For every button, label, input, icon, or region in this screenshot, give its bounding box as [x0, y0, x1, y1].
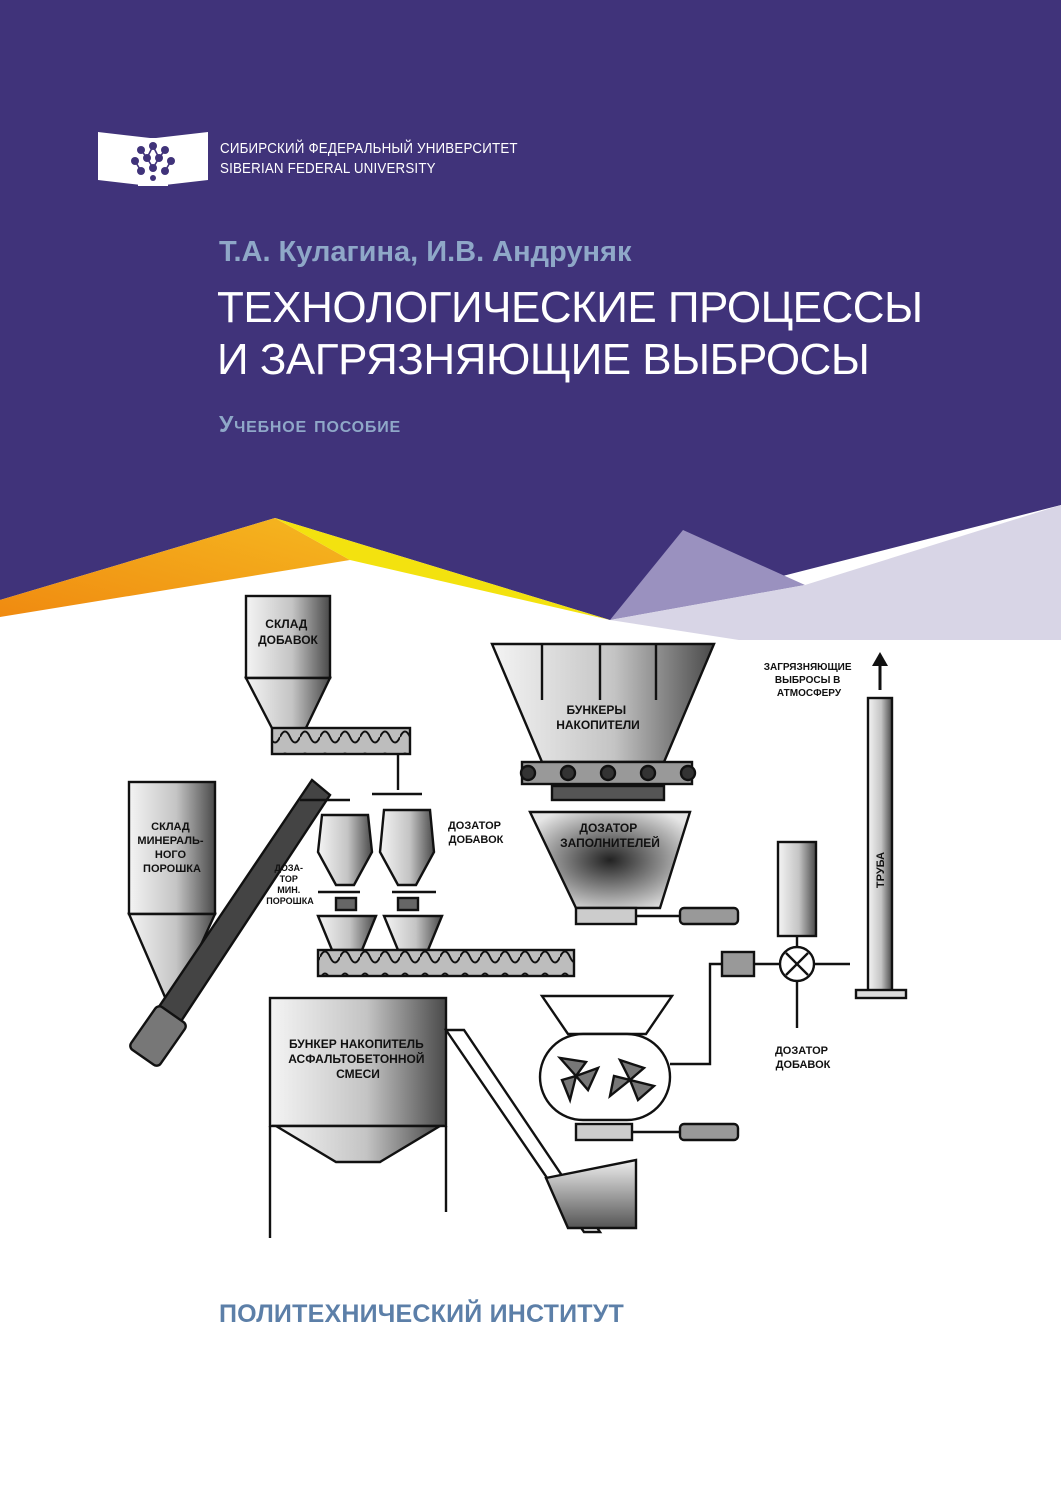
university-name-en: SIBERIAN FEDERAL UNIVERSITY — [220, 161, 436, 177]
cover-band — [0, 0, 1061, 640]
lower-screw-conveyor — [316, 948, 576, 978]
authors: Т.А. Кулагина, И.В. Андруняк — [219, 236, 632, 268]
mixer — [538, 1032, 672, 1122]
label-emissions: ЗАГРЯЗНЯЮЩИЕ ВЫБРОСЫ В АТМОСФЕРУ — [764, 662, 855, 699]
label-chimney: ТРУБА — [875, 852, 887, 888]
arrow-up-icon — [872, 652, 888, 666]
sfu-logo-icon — [98, 132, 208, 186]
dozator-powder — [316, 813, 374, 887]
dozator-additives — [378, 808, 436, 887]
book-subtitle: Учебное пособие — [219, 411, 402, 437]
book-title-line-2: И ЗАГРЯЗНЯЮЩИЕ ВЫБРОСЫ — [217, 335, 870, 384]
label-additives-dozator-2: ДОЗАТОР ДОБАВОК — [775, 1045, 831, 1071]
book-title-line-1: ТЕХНОЛОГИЧЕСКИЕ ПРОЦЕССЫ — [217, 283, 923, 332]
mixer-hopper — [539, 994, 675, 1036]
top-screw-conveyor — [270, 726, 412, 756]
university-name-ru: СИБИРСКИЙ ФЕДЕРАЛЬНЫЙ УНИВЕРСИТЕТ — [220, 141, 518, 157]
label-additives-dozator-1: ДОЗАТОР ДОБАВОК — [448, 820, 504, 846]
label-filler-dozator: ДОЗАТОР ЗАПОЛНИТЕЛЕЙ — [560, 821, 660, 850]
institute-name: ПОЛИТЕХНИЧЕСКИЙ ИНСТИТУТ — [219, 1300, 624, 1328]
mineral-powder-store — [127, 780, 217, 916]
label-additives-store: СКЛАД ДОБАВОК — [258, 617, 318, 647]
asphalt-mix-bunker — [268, 996, 448, 1128]
label-powder-dozator: ДОЗА- ТОР МИН. ПОРОШКА — [266, 863, 314, 906]
chimney — [866, 696, 894, 994]
label-asphalt-mix-bunker: БУНКЕР НАКОПИТЕЛЬ АСФАЛЬТОБЕТОННОЙ СМЕСИ — [288, 1037, 428, 1081]
additives-dozator-2 — [776, 840, 818, 938]
process-diagram: СКЛАД ДОБАВОК СКЛАД МИНЕРАЛЬ- НОГО ПОРОШ… — [127, 594, 908, 1238]
book-title: ТЕХНОЛОГИЧЕСКИЕ ПРОЦЕССЫ И ЗАГРЯЗНЯЮЩИЕ … — [217, 282, 923, 386]
filler-dozator — [528, 810, 692, 910]
label-storage-bunkers: БУНКЕРЫ НАКОПИТЕЛИ — [556, 703, 640, 732]
label-mineral-powder-store: СКЛАД МИНЕРАЛЬ- НОГО ПОРОШКА — [137, 821, 206, 875]
additives-store — [244, 594, 332, 680]
university-name: СИБИРСКИЙ ФЕДЕРАЛЬНЫЙ УНИВЕРСИТЕТ SIBERI… — [220, 139, 544, 179]
